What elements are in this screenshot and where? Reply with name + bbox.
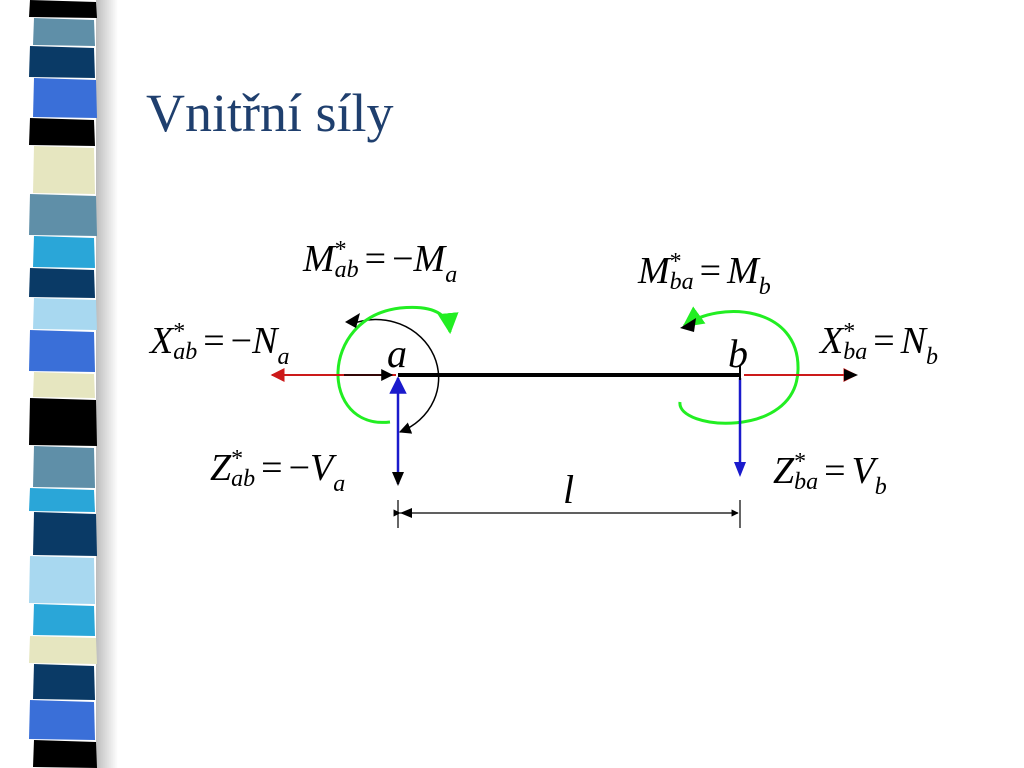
sidebar-block <box>29 46 95 78</box>
sidebar-block <box>33 604 95 636</box>
equation-z-ab: Z*ab=−Va <box>210 446 346 497</box>
sidebar-block <box>33 740 97 768</box>
sidebar-block <box>29 268 95 298</box>
sidebar-block <box>29 194 97 236</box>
sidebar-block <box>29 398 97 446</box>
moment-ba-arrowhead <box>680 318 696 332</box>
sidebar-block <box>33 446 95 488</box>
moment-ba-arc <box>678 306 800 425</box>
equation-m-ab: M*ab=−Ma <box>303 237 458 288</box>
sidebar-block <box>33 78 97 118</box>
sidebar-block <box>29 636 97 664</box>
sidebar-block <box>29 0 97 18</box>
sidebar-block <box>33 146 95 194</box>
equation-x-ab: X*ab=−Na <box>150 319 290 370</box>
sidebar-block <box>29 556 95 604</box>
sidebar-block <box>29 488 95 512</box>
sidebar-block <box>29 118 95 146</box>
length-label: l <box>563 467 575 512</box>
dimension-arrow-left <box>400 508 412 518</box>
equation-z-ba: Z*ba=Vb <box>773 449 887 500</box>
equation-x-ba: X*ba=Nb <box>820 319 939 370</box>
slide-title: Vnitřní síly <box>146 83 394 143</box>
sidebar-block <box>33 512 97 556</box>
shear-force-ab-arrowhead <box>392 472 404 486</box>
sidebar-block <box>33 372 95 398</box>
sidebar-block <box>33 298 97 330</box>
sidebar-block <box>29 700 95 740</box>
point-a-label: a <box>387 331 407 376</box>
sidebar-block <box>33 236 95 268</box>
sidebar-block <box>33 18 95 46</box>
shear-force-ba-arrowhead <box>734 462 746 477</box>
normal-force-ba-arrowhead <box>844 369 858 381</box>
moment-ab-arc <box>336 305 459 424</box>
sidebar-block <box>33 664 95 700</box>
point-b-label: b <box>728 331 748 376</box>
equation-m-ba: M*ba=Mb <box>638 249 771 300</box>
moment-ab-reference-arc <box>351 318 440 434</box>
decorative-sidebar <box>29 0 118 768</box>
sidebar-block <box>29 330 95 372</box>
moment-ab-arrowhead <box>345 313 360 328</box>
